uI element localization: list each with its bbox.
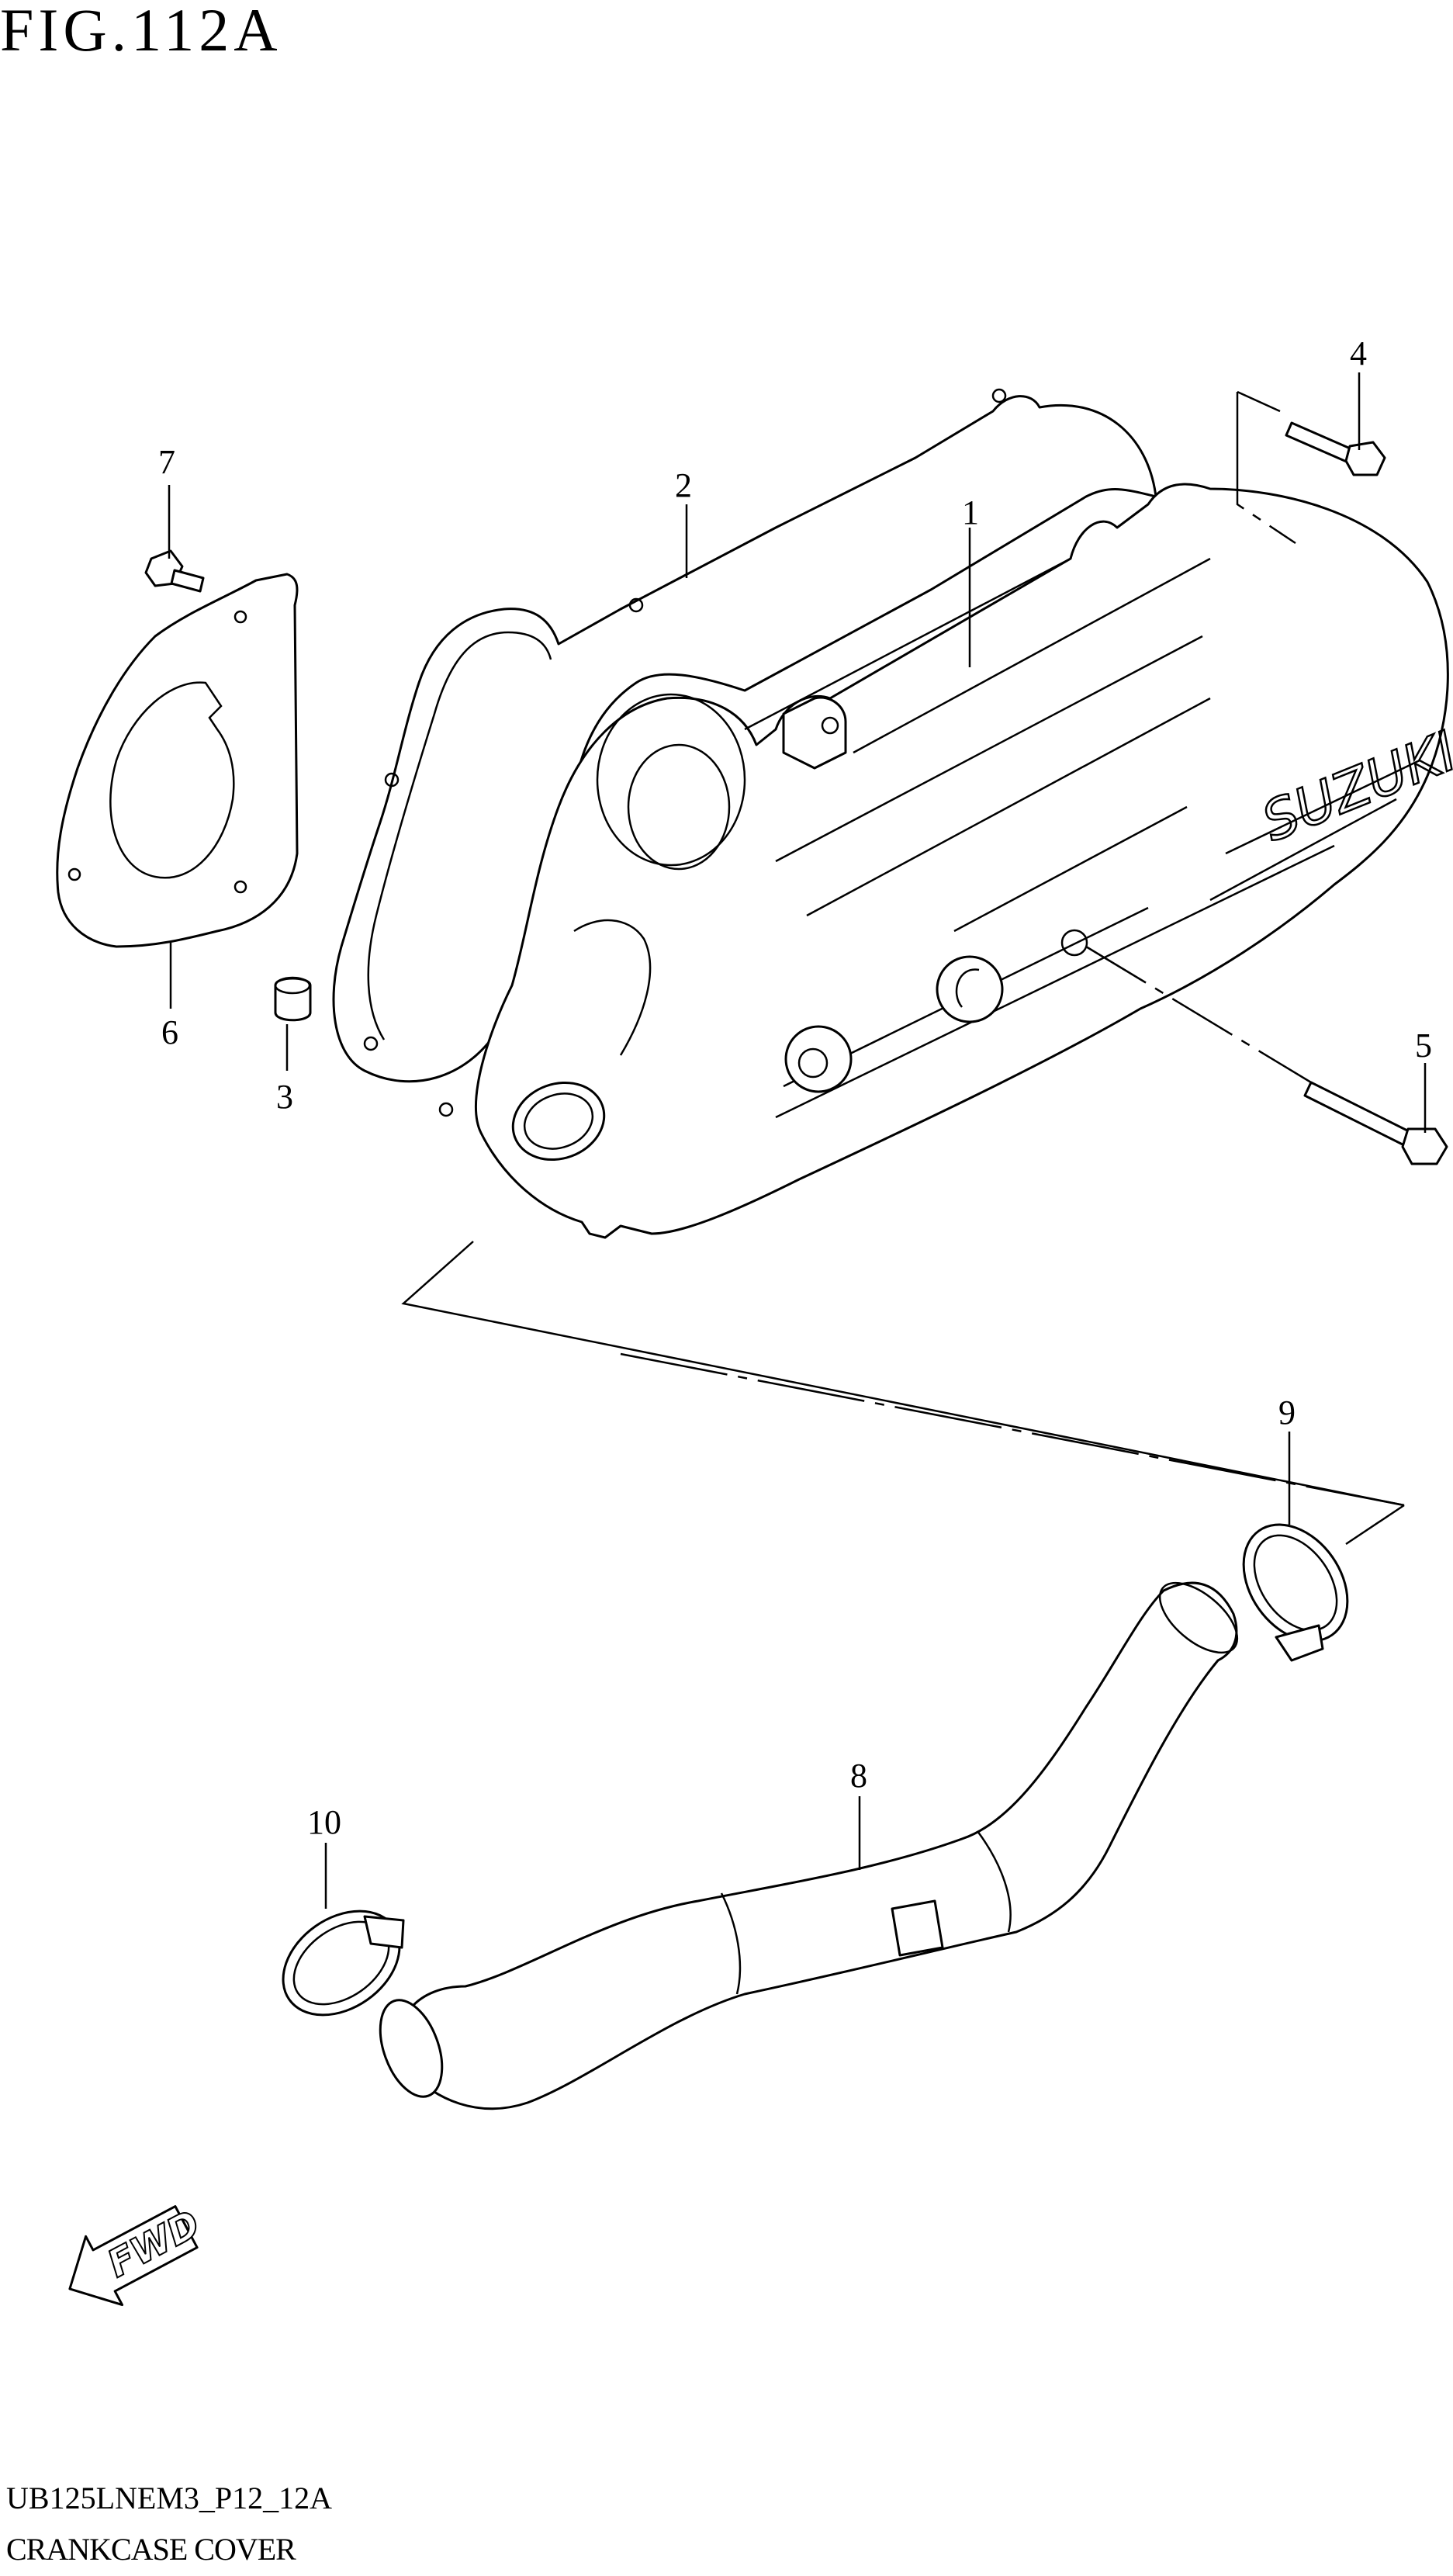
bolt-part-5 [1303,1081,1448,1165]
dowel-part-3 [274,976,312,1022]
callout-5: 5 [1415,1027,1432,1065]
fwd-arrow-icon: FWD [68,2201,208,2307]
clamp-part-10 [282,1909,405,2017]
figure-title: FIG.112A [0,0,282,64]
callout-1: 1 [962,493,979,531]
plate-part-6 [56,573,299,948]
callout-7: 7 [158,443,175,481]
callout-4: 4 [1350,334,1367,372]
callout-3: 3 [276,1078,293,1116]
callout-6: 6 [161,1013,178,1051]
callout-2: 2 [675,466,692,504]
bolt-part-4 [1285,421,1386,476]
bolt-part-7 [144,549,205,593]
crankcase-cover-body [475,483,1449,1239]
callout-10: 10 [307,1803,341,1841]
reference-lines [401,390,1405,1546]
duct-hose-part-8 [398,1581,1238,2110]
callout-9: 9 [1278,1394,1296,1432]
callout-8: 8 [850,1757,867,1795]
figure-code: UB125LNEM3_P12_12A [6,2481,333,2515]
figure-name: CRANKCASE COVER [6,2532,296,2567]
leader-lines [168,372,1427,1909]
fwd-label: FWD [101,2202,207,2286]
clamp-part-9 [1242,1523,1349,1662]
